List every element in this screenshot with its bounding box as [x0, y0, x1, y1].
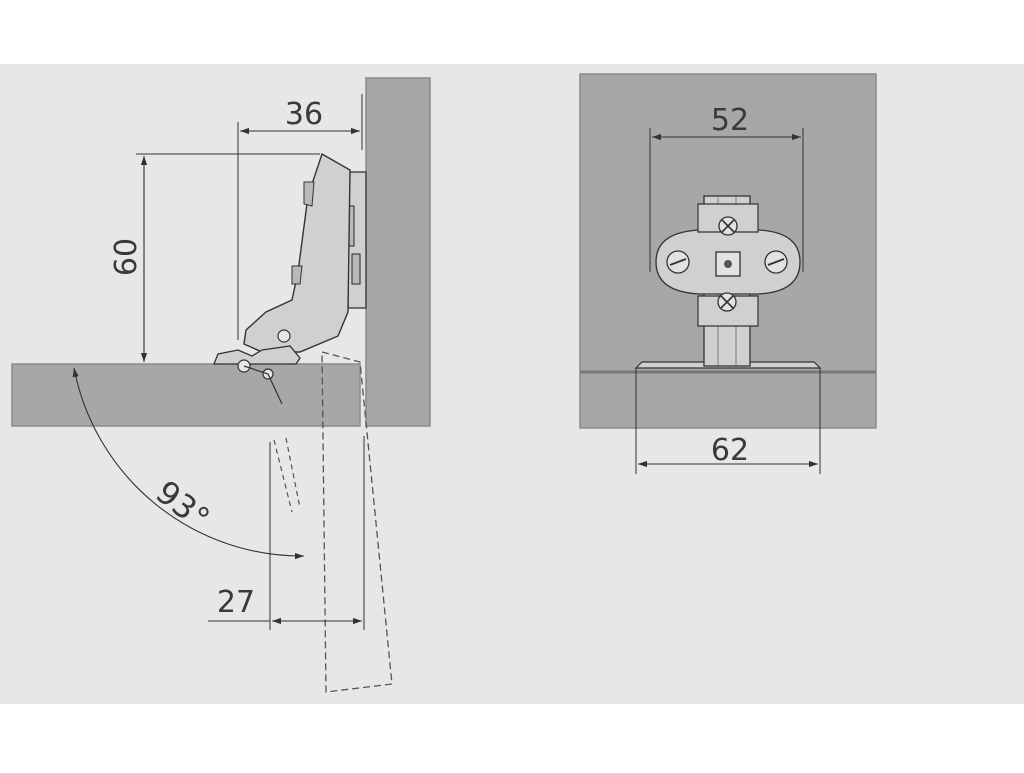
arm-adjust-screw: [303, 181, 315, 207]
screw-top-cross: [718, 216, 738, 236]
door-panel: [11, 363, 361, 427]
opened-door-outline: [321, 351, 393, 693]
dim-52-label: 52: [711, 103, 749, 138]
dim-36-label: 36: [285, 97, 323, 132]
hinge-pivot: [277, 329, 291, 343]
screw-right: [764, 250, 788, 274]
side-view: 36 60 93° 27: [11, 77, 431, 693]
front-view: 52 62: [579, 73, 877, 474]
dim-62-label: 62: [711, 433, 749, 468]
dim-60-label: 60: [109, 238, 144, 276]
screw-center-square: [715, 251, 741, 277]
arm-adjust-screw-2: [291, 265, 303, 285]
dim-27-label: 27: [217, 585, 255, 620]
screw-bottom-cross: [717, 292, 737, 312]
hinge-cup: [213, 345, 301, 365]
plate-screw-boss-2: [351, 253, 361, 285]
side-panel: [365, 77, 431, 427]
angle-arc: [72, 367, 305, 560]
screw-left: [666, 250, 690, 274]
